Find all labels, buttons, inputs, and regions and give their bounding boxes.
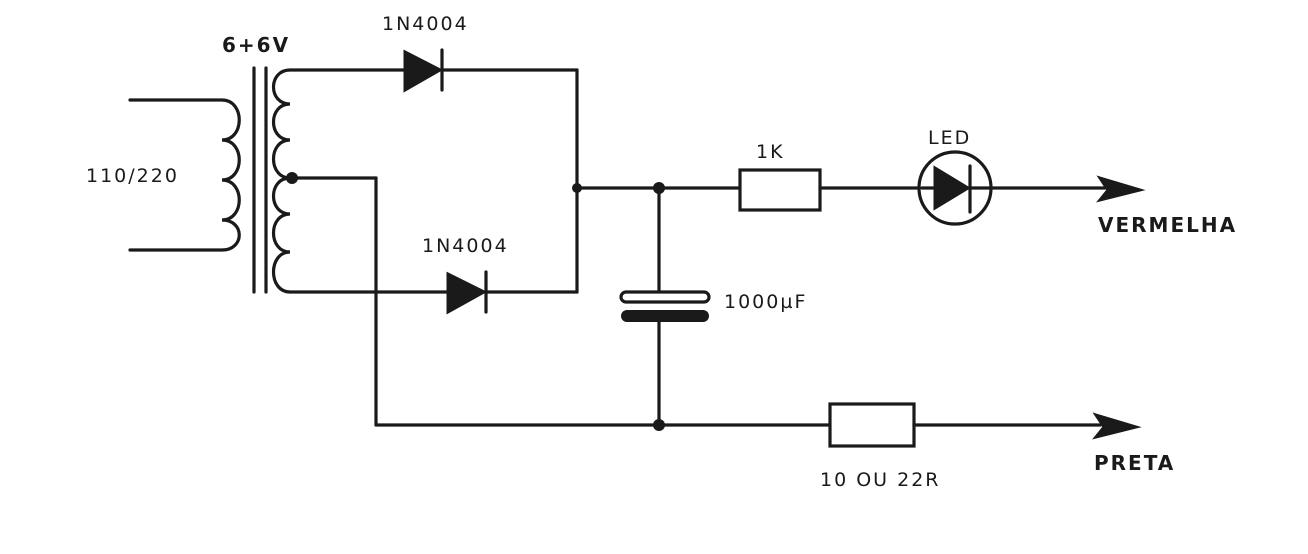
center-tap-wire bbox=[286, 172, 378, 427]
bottom-diode-branch bbox=[288, 270, 579, 315]
output-positive-arrow-icon bbox=[1096, 175, 1146, 203]
transformer-core bbox=[252, 66, 268, 294]
positive-rail bbox=[572, 150, 1146, 226]
capacitor-1000uf bbox=[619, 186, 711, 427]
output-negative-arrow-icon bbox=[1092, 412, 1142, 440]
diode-top-icon bbox=[403, 49, 444, 93]
top-diode-branch bbox=[288, 48, 579, 294]
transformer-primary bbox=[128, 98, 241, 252]
diode-bottom-icon bbox=[446, 271, 488, 315]
led-label: LED bbox=[928, 127, 971, 149]
resistor-output bbox=[828, 402, 916, 448]
resistor-1k-label: 1K bbox=[756, 141, 785, 163]
diode-bottom-label: 1N4004 bbox=[422, 235, 509, 257]
capacitor-label: 1000µF bbox=[724, 291, 807, 313]
negative-rail bbox=[374, 402, 1142, 448]
resistor-1k bbox=[738, 168, 822, 212]
output-positive-label: VERMELHA bbox=[1098, 213, 1237, 237]
input-voltage-label: 110/220 bbox=[86, 165, 179, 187]
transformer-rating-label: 6+6V bbox=[222, 33, 290, 57]
diode-top-label: 1N4004 bbox=[382, 13, 469, 35]
capacitor-bottom-junction bbox=[653, 419, 665, 431]
output-negative-label: PRETA bbox=[1094, 451, 1175, 475]
resistor-output-label: 10 OU 22R bbox=[820, 469, 941, 491]
